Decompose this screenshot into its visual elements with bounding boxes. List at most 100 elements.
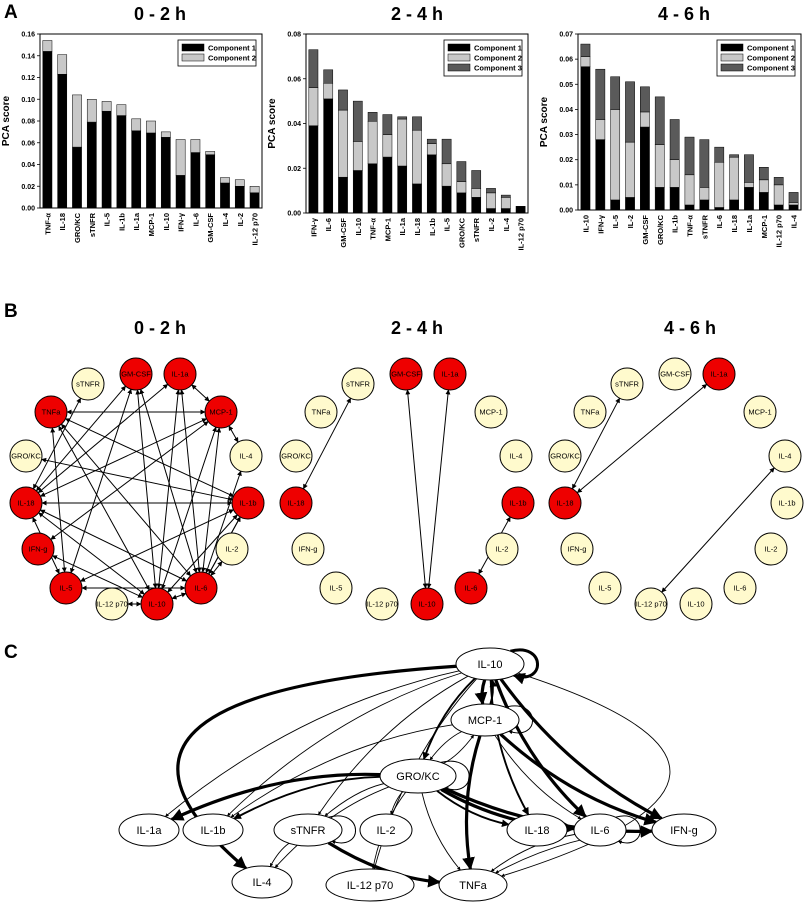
category-label: IL-10 [581, 215, 590, 233]
bar-segment [669, 187, 680, 211]
flow-node: MCP-1 [450, 703, 520, 737]
network-edge [228, 425, 239, 443]
y-tick-label: 0.04 [559, 107, 573, 114]
bar-segment [684, 174, 695, 206]
node-circle [163, 357, 197, 391]
bar-segment [773, 177, 784, 186]
network-node: IFN-g [291, 532, 325, 566]
y-tick-label: 0.10 [21, 97, 35, 104]
bar-segment [669, 159, 680, 188]
flow-node-label: IL-6 [591, 825, 610, 837]
network-edge [426, 389, 451, 589]
bar-segment [625, 197, 635, 211]
bar-segment [146, 120, 156, 134]
bar-segment [729, 154, 739, 158]
flow-node-label: IL-12 p70 [347, 880, 393, 892]
network-edge [69, 388, 133, 574]
network-node: IL-4 [499, 439, 533, 473]
node-label: MCP-1 [479, 408, 502, 417]
y-tick-label: 0.02 [559, 157, 573, 164]
category-label: IFN-γ [596, 214, 605, 234]
node-circle [49, 571, 83, 605]
bar-segment [367, 121, 378, 165]
bar-segment [160, 131, 171, 138]
bar-segment [595, 139, 606, 211]
flow-edge [317, 675, 469, 816]
node-label: GM-CSF [660, 370, 690, 379]
edges [571, 383, 775, 593]
bar-segment [175, 139, 186, 176]
flow-edge [324, 783, 385, 817]
bar-segment [57, 73, 68, 209]
y-tick-label: 0.00 [287, 211, 301, 218]
node-label: MCP-1 [209, 408, 232, 417]
network-node: sTNFR [610, 367, 644, 401]
panel-label-b: B [4, 301, 18, 322]
panel-label-a: A [4, 2, 18, 23]
legend-entry: Component 3 [474, 64, 522, 73]
node-label: IL-1b [509, 499, 526, 508]
flow-edge [233, 775, 381, 820]
flow-node-label: sTNFR [291, 825, 326, 837]
node-circle [341, 367, 375, 401]
legend-swatch [720, 53, 744, 62]
node-label: GRO/KC [11, 452, 41, 461]
node-circle [634, 587, 668, 621]
bar-segment [684, 204, 695, 211]
node-label: TNFa [42, 408, 62, 417]
bar-segment [412, 183, 422, 214]
bar-segment [412, 116, 422, 131]
flow-node: IL-10 [455, 647, 525, 681]
chart-title: 2 - 4 h [391, 4, 443, 24]
bar-segment [471, 197, 482, 214]
legend-swatch [181, 53, 205, 62]
network-node: IL-1a [163, 357, 197, 391]
bar-segment [441, 138, 452, 165]
category-label: IL-10 [162, 213, 171, 231]
network-node: IL-2 [215, 532, 249, 566]
category-label: IFN-γ [177, 212, 186, 232]
category-label: IL-18 [413, 218, 422, 236]
legend-entry: Component 1 [474, 44, 522, 53]
y-tick-label: 0.14 [21, 53, 35, 60]
y-tick-label: 0.00 [559, 208, 573, 215]
bar-segment [116, 115, 127, 209]
bar-segment [699, 199, 710, 211]
node-circle [548, 439, 582, 473]
bar-segment [234, 186, 245, 209]
flow-edge [474, 679, 488, 706]
flow-node-ellipse [231, 865, 293, 899]
node-circle [95, 587, 129, 621]
node-circle [319, 571, 353, 605]
bar-segment [714, 207, 725, 211]
network-node: IL-10 [410, 587, 444, 621]
node-label: IL-1a [171, 370, 189, 379]
bar-segment [441, 185, 452, 214]
bar-segment [338, 176, 348, 214]
flow-node-ellipse [182, 813, 244, 847]
bar-segment [308, 125, 319, 214]
bar-segment [515, 206, 526, 214]
bar-segment [57, 54, 68, 75]
node-label: IL-6 [195, 584, 208, 593]
category-label: IFN-γ [309, 217, 318, 237]
network-edge [576, 383, 708, 494]
bar-segment [397, 118, 408, 167]
node-circle [279, 486, 313, 520]
flow-edge [230, 724, 453, 818]
node-label: sTNFR [346, 380, 370, 389]
category-label: IL-12 p70 [775, 215, 784, 248]
y-tick-label: 0.16 [21, 32, 35, 39]
category-label: sTNFR [88, 212, 97, 237]
flow-node-ellipse [379, 758, 457, 794]
node-circle [433, 357, 467, 391]
y-tick-label: 0.03 [559, 132, 573, 139]
flow-edge [443, 734, 475, 764]
network-node: IL-6 [184, 571, 218, 605]
bar-segment [205, 151, 216, 155]
flow-node: IFN-g [651, 813, 717, 847]
bar-segment [190, 139, 201, 153]
